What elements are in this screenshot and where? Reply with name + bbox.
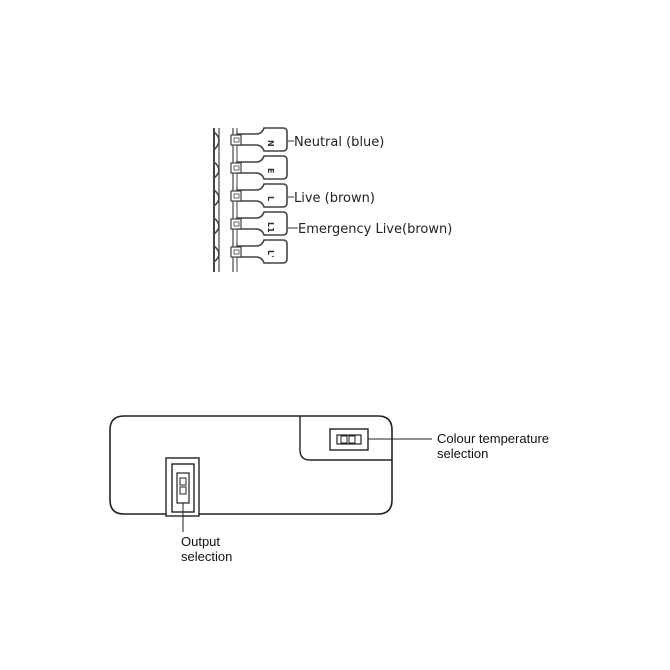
- terminal-pin-l1: L1: [231, 212, 287, 235]
- pin-letter-n: N: [266, 140, 275, 147]
- label-live: Live (brown): [294, 191, 375, 206]
- colour-temperature-switch: [330, 429, 368, 450]
- terminal-pin-e: E: [231, 156, 287, 179]
- label-colour-temp-line2: selection: [437, 446, 488, 461]
- pin-letter-e: E: [266, 168, 275, 173]
- label-emergency-live: Emergency Live(brown): [298, 222, 452, 237]
- label-output-line1: Output: [181, 534, 220, 549]
- terminal-leader-lines: [288, 141, 298, 228]
- terminal-pin-l-prime: L': [231, 240, 287, 263]
- label-output-line2: selection: [181, 549, 232, 564]
- pin-letter-l-prime: L': [266, 250, 275, 258]
- label-colour-temp-line1: Colour temperature: [437, 431, 549, 446]
- terminal-pin-n: N: [231, 128, 287, 151]
- pin-letter-l: L: [266, 196, 275, 201]
- pin-letter-l1: L1: [266, 222, 275, 233]
- label-neutral: Neutral (blue): [294, 135, 384, 150]
- terminal-pin-l: L: [231, 184, 287, 207]
